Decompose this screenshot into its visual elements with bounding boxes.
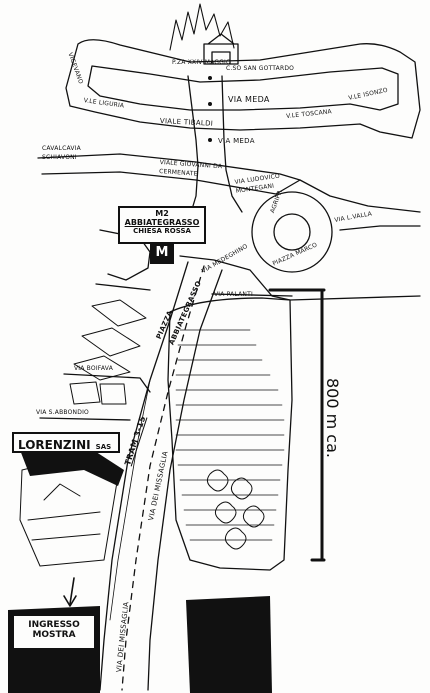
porta-ticinese <box>203 33 239 65</box>
roundabout-outer <box>251 191 333 273</box>
label-via-s-abbondio: VIA S.ABBONDIO <box>36 409 89 416</box>
lorenzini-name: LORENZINI <box>18 438 91 452</box>
missaglia-center <box>121 265 205 691</box>
park-outline <box>167 297 293 571</box>
label-via-palanti: VIA PALANTI <box>214 291 253 298</box>
label-via-boifava: VIA BOIFAVA <box>74 365 114 372</box>
metro-station-name-2: CHIESA ROSSA <box>133 227 191 235</box>
metro-station-name: ABBIATEGRASSO <box>124 218 200 227</box>
via-palanti-road <box>211 293 293 297</box>
main-road-right <box>221 75 243 213</box>
entrance-arrowhead <box>63 595 77 607</box>
label-c-so-san-gottardo: C.so San Gottardo <box>226 65 295 72</box>
metro-line: M2 <box>155 209 169 218</box>
roundabout-inner <box>273 213 311 251</box>
road-around-metro <box>179 255 421 301</box>
label-cavalcavia: CAVALCAVIA SCHIAVONI <box>42 145 81 161</box>
entrance-arrow <box>69 577 75 605</box>
scale-label: 800 m ca. <box>323 378 342 458</box>
ring-road-inner <box>87 65 399 111</box>
left-street-top <box>95 283 151 291</box>
label-via-meda-top: VIA MEDA <box>228 95 270 104</box>
ring-road-outer <box>65 39 421 139</box>
lorenzini-suffix: SAS <box>95 443 112 451</box>
bottom-right-dark-area <box>186 596 272 693</box>
viale-cermenate-top <box>37 153 301 181</box>
lorenzini-dark-roof <box>20 448 124 486</box>
viale-cermenate-bottom <box>41 171 277 195</box>
label-p-xxiv-maggio: P.za XXIV Maggio <box>172 59 231 66</box>
road-to-roundabout-2 <box>339 225 421 231</box>
skyline <box>169 3 235 51</box>
via-boifava-road <box>63 373 151 393</box>
entrance-line2: MOSTRA <box>32 630 76 640</box>
lorenzini-label: LORENZINI SAS <box>12 432 120 453</box>
metro-station-box: M2 ABBIATEGRASSO CHIESA ROSSA <box>118 206 206 244</box>
trees <box>206 469 265 550</box>
tram-track <box>109 379 151 621</box>
main-road-left <box>187 75 199 217</box>
entrance-label: INGRESSO MOSTRA <box>12 614 96 650</box>
via-s-abbondio-road <box>39 417 131 421</box>
label-via-meda-low: via MEDA <box>218 137 255 145</box>
entrance-line1: INGRESSO <box>28 620 80 630</box>
metro-logo-icon: M <box>150 242 174 264</box>
buildings-left <box>69 299 147 405</box>
road-to-roundabout-1 <box>275 179 421 213</box>
